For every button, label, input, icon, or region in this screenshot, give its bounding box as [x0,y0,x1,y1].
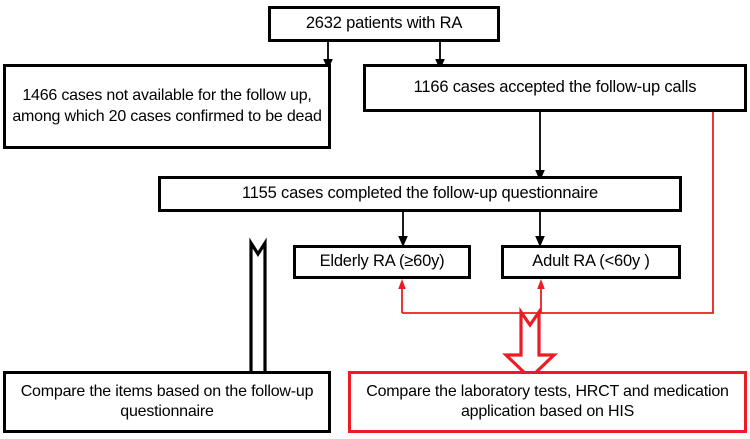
node-total-patients[interactable]: 2632 patients with RA [268,6,500,42]
red-arrowheads [398,279,545,289]
node-adult-ra-label: Adult RA (<60y ) [532,252,650,271]
node-compare-labs-label: Compare the laboratory tests, HRCT and m… [366,382,729,420]
node-completed-questionnaire-label: 1155 cases completed the follow-up quest… [241,184,599,203]
node-adult-ra[interactable]: Adult RA (<60y ) [501,245,681,279]
node-compare-items[interactable]: Compare the items based on the follow-up… [3,371,331,433]
block-arrow-to-compare-labs [502,306,558,381]
node-completed-questionnaire[interactable]: 1155 cases completed the follow-up quest… [158,176,682,212]
edge-red-bus [402,112,714,314]
node-not-available-label: 1466 cases not available for the follow … [12,87,322,125]
node-elderly-ra-label: Elderly RA (≥60y) [319,252,445,271]
node-not-available[interactable]: 1466 cases not available for the follow … [3,64,331,149]
node-compare-items-label: Compare the items based on the follow-up… [20,382,314,420]
node-accepted-calls[interactable]: 1166 cases accepted the follow-up calls [363,64,747,112]
node-elderly-ra[interactable]: Elderly RA (≥60y) [293,245,471,279]
node-accepted-calls-label: 1166 cases accepted the follow-up calls [413,78,697,97]
node-compare-labs[interactable]: Compare the laboratory tests, HRCT and m… [348,371,747,433]
node-total-patients-label: 2632 patients with RA [305,14,463,33]
